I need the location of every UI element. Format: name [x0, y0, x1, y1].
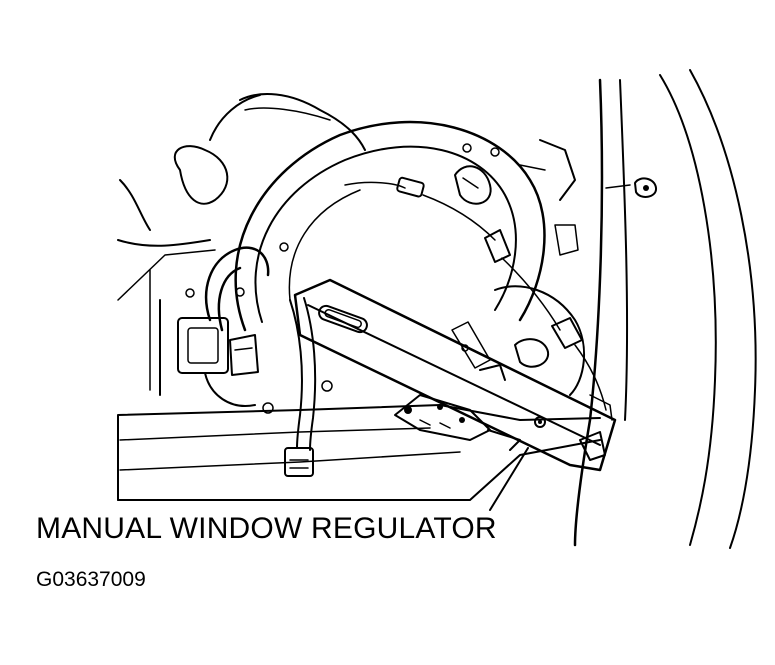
window-regulator-rail — [293, 278, 617, 472]
lower-mounting-bracket — [394, 394, 521, 451]
door-frame-pillar — [573, 69, 757, 549]
door-inner-panel — [117, 93, 601, 501]
window-cable — [344, 176, 607, 411]
figure-code: G03637009 — [36, 568, 146, 591]
regulator-drum-bracket — [451, 285, 586, 396]
wiring-harness — [177, 246, 333, 477]
component-callout-label: MANUAL WINDOW REGULATOR — [36, 512, 497, 545]
callout-leader-line — [489, 447, 529, 511]
speaker-ring — [234, 120, 579, 332]
